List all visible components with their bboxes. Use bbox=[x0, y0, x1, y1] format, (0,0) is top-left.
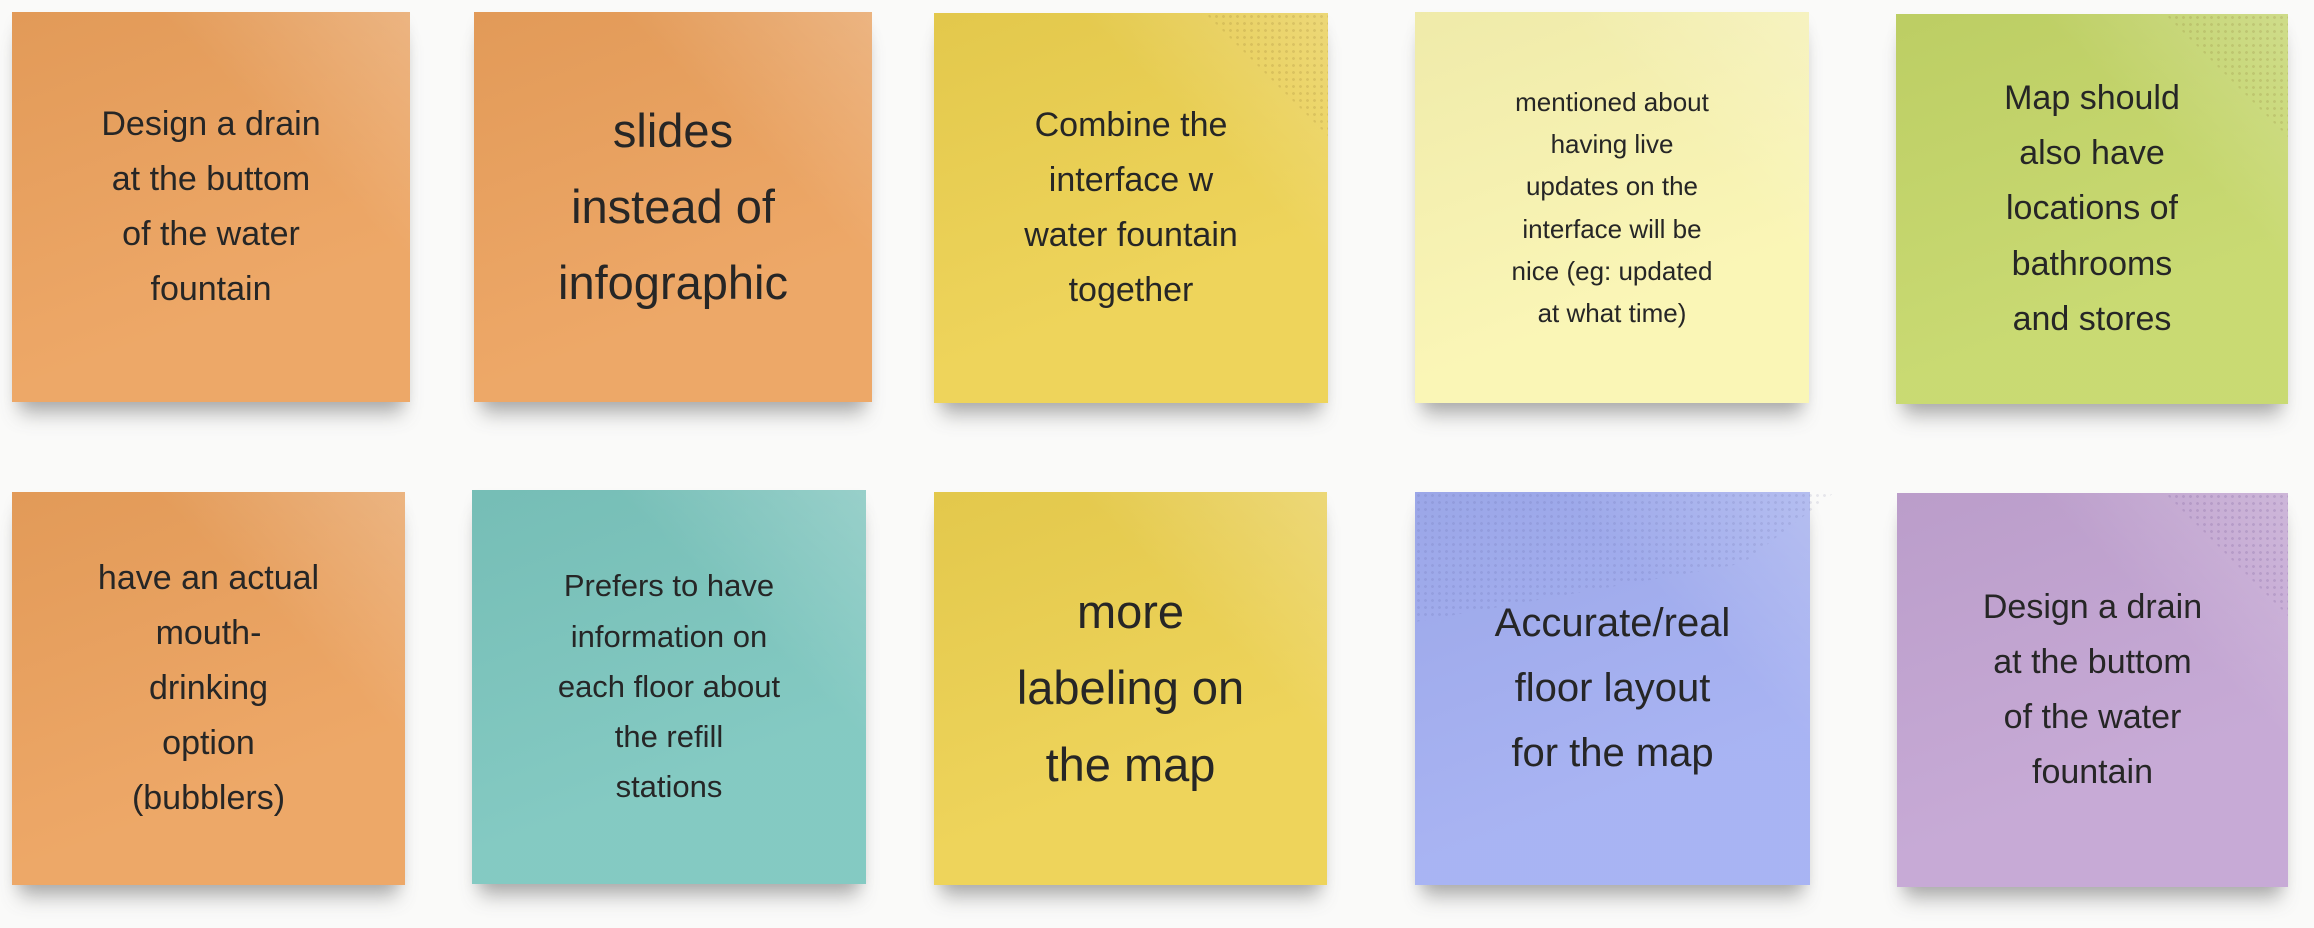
sticky-note[interactable]: mentioned about having live updates on t… bbox=[1415, 12, 1809, 403]
sticky-note[interactable]: more labeling on the map bbox=[934, 492, 1327, 885]
sticky-note[interactable]: have an actual mouth- drinking option (b… bbox=[12, 492, 405, 885]
sticky-note[interactable]: Combine the interface w water fountain t… bbox=[934, 13, 1328, 403]
sticky-note-text: Accurate/real floor layout for the map bbox=[1494, 601, 1731, 775]
sticky-note[interactable]: Prefers to have information on each floo… bbox=[472, 490, 866, 884]
sticky-note[interactable]: Design a drain at the buttom of the wate… bbox=[12, 12, 410, 402]
sticky-note-text: Map should also have locations of bathro… bbox=[2004, 79, 2180, 338]
sticky-note-text: slides instead of infographic bbox=[558, 103, 788, 310]
sticky-note-text: Design a drain at the buttom of the wate… bbox=[101, 104, 321, 309]
sticky-note-text: more labeling on the map bbox=[1016, 585, 1245, 791]
sticky-note[interactable]: Accurate/real floor layout for the map bbox=[1415, 492, 1835, 885]
sticky-note-text: mentioned about having live updates on t… bbox=[1511, 87, 1713, 328]
sticky-note[interactable]: Design a drain at the buttom of the wate… bbox=[1897, 493, 2288, 887]
sticky-note-text: Combine the interface w water fountain t… bbox=[1024, 105, 1238, 310]
sticky-note-text: Design a drain at the buttom of the wate… bbox=[1982, 587, 2203, 792]
sticky-note[interactable]: slides instead of infographic bbox=[474, 12, 872, 402]
sticky-note-text: Prefers to have information on each floo… bbox=[557, 568, 781, 805]
sticky-note-text: have an actual mouth- drinking option (b… bbox=[97, 558, 320, 818]
sticky-note[interactable]: Map should also have locations of bathro… bbox=[1896, 14, 2288, 404]
